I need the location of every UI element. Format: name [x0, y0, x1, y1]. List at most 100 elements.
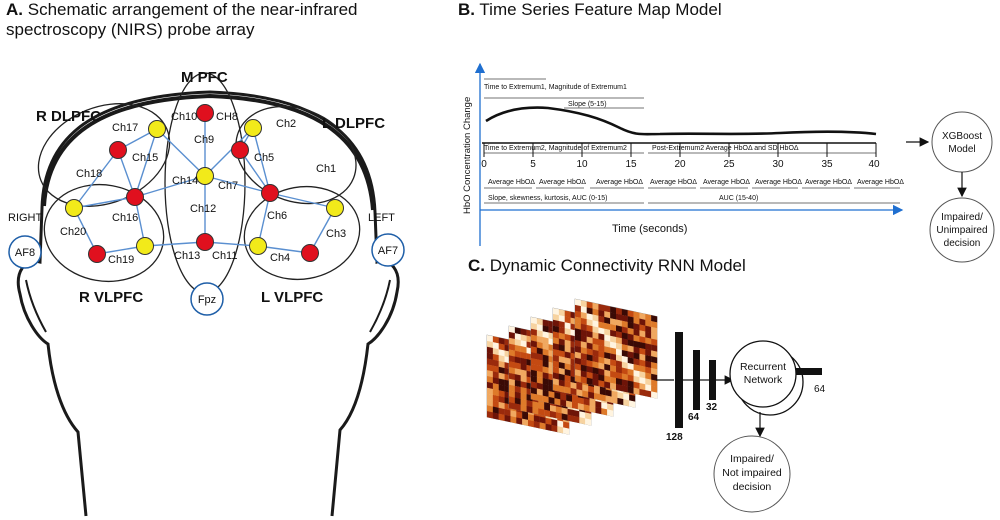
channel-label: Ch10: [171, 111, 197, 123]
ref-label-fpz: Fpz: [198, 294, 216, 306]
x-tick-label: 10: [576, 159, 588, 170]
region-label-ldlpfc: L DLPFC: [322, 115, 385, 132]
connectivity-matrix: [574, 298, 658, 399]
emitter-probe: [109, 141, 127, 159]
detector-probe: [244, 119, 262, 137]
x-axis-label: Time (seconds): [612, 223, 687, 235]
ref-electrode-af7: [371, 233, 405, 267]
feature-slope: Slope (5-15): [568, 101, 607, 108]
channel-label: Ch6: [267, 210, 287, 222]
layer-size-32: 32: [706, 402, 718, 413]
detector-probe: [136, 237, 154, 255]
feature-average: Average HbOΔ: [755, 179, 802, 186]
region-ldlpfc-outline: [235, 105, 357, 205]
emitter-probe: [231, 141, 249, 159]
channel-label: Ch1: [316, 163, 336, 175]
hbo-curve: [485, 106, 877, 136]
xgboost-node: [931, 111, 993, 173]
feature-average: Average HbOΔ: [650, 179, 697, 186]
recurrent-output-layer: [796, 368, 822, 375]
detector-probe: [148, 120, 166, 138]
emitter-probe: [196, 233, 214, 251]
channel-label: Ch12: [190, 203, 216, 215]
emitter-probe: [126, 188, 144, 206]
channel-label: Ch7: [218, 180, 238, 192]
feature-average: Average HbOΔ: [703, 179, 750, 186]
channel-label: Ch5: [254, 152, 274, 164]
detector-probe: [196, 167, 214, 185]
time-series-panel: HbO Concentration Change Time (seconds): [462, 62, 995, 263]
panel-c-title-text: Dynamic Connectivity RNN Model: [489, 256, 746, 275]
channel-label: Ch3: [326, 228, 346, 240]
panel-b-title-text: Time Series Feature Map Model: [479, 0, 722, 19]
x-tick-label: 30: [772, 159, 784, 170]
ref-electrode-af8: [8, 235, 42, 269]
channel-label: Ch2: [276, 118, 296, 130]
region-label-mpfc: M PFC: [181, 69, 228, 86]
channel-label: Ch19: [108, 254, 134, 266]
panel-c-title: C. Dynamic Connectivity RNN Model: [468, 256, 746, 276]
x-tick-label: 5: [530, 159, 536, 170]
region-label-rvlpfc: R VLPFC: [79, 289, 143, 306]
feature-average: Average HbOΔ: [857, 179, 904, 186]
feature-auc: AUC (15-40): [719, 195, 758, 202]
feature-slope-stats: Slope, skewness, kurtosis, AUC (0-15): [488, 195, 607, 202]
region-lvlpfc-outline: [243, 185, 361, 281]
y-axis-label: HbO Concentration Change: [462, 97, 473, 214]
side-label-left: LEFT: [368, 212, 395, 224]
panel-a-title-line2: spectroscopy (NIRS) probe array: [6, 20, 255, 39]
channel-label: Ch11: [212, 250, 237, 262]
channel-label: Ch4: [270, 252, 290, 264]
emitter-probe: [196, 104, 214, 122]
feature-average: Average HbOΔ: [488, 179, 535, 186]
recurrent-size-label: 64: [814, 384, 826, 395]
ref-electrode-fpz: [190, 282, 224, 316]
panel-c-letter: C.: [468, 256, 485, 275]
ref-label-af8: AF8: [15, 247, 35, 259]
panel-a-letter: A.: [6, 0, 23, 19]
region-label-lvlpfc: L VLPFC: [261, 289, 323, 306]
layer-size-128: 128: [666, 432, 683, 443]
connectivity-matrix-stack: [486, 298, 658, 435]
emitter-probe: [261, 184, 279, 202]
decision-node-b: [929, 197, 995, 263]
channel-label: Ch17: [112, 122, 138, 134]
feature-average: Average HbOΔ: [539, 179, 586, 186]
feature-extremum1: Time to Extremum1, Magnitude of Extremum…: [484, 84, 627, 91]
x-tick-label: 20: [674, 159, 686, 170]
dense-layer-128: [675, 332, 683, 428]
channel-label: Ch16: [112, 212, 138, 224]
feature-average: Average HbOΔ: [596, 179, 643, 186]
channel-label: Ch14: [172, 175, 198, 187]
panel-a-title-line1: Schematic arrangement of the near-infrar…: [27, 0, 358, 19]
region-rvlpfc-outline: [43, 183, 165, 283]
feature-extremum2: Time to Extremum2, Magnitude of Extremum…: [484, 145, 627, 152]
channel-label: Ch9: [194, 134, 214, 146]
head-diagram: Ch17 Ch15 Ch18 Ch10 CH8 Ch9 Ch14 Ch7 Ch1…: [8, 69, 405, 517]
panel-a-title: A. Schematic arrangement of the near-inf…: [6, 0, 386, 40]
panel-b-title: B. Time Series Feature Map Model: [458, 0, 722, 20]
side-label-right: RIGHT: [8, 212, 43, 224]
x-tick-label: 15: [625, 159, 637, 170]
x-tick-label: 0: [481, 159, 487, 170]
channel-label: Ch18: [76, 168, 102, 180]
channel-label: Ch15: [132, 152, 158, 164]
x-tick-label: 25: [723, 159, 735, 170]
x-tick-label: 35: [821, 159, 833, 170]
region-label-rdlpfc: R DLPFC: [36, 108, 101, 125]
channel-label: Ch20: [60, 226, 86, 238]
emitter-probe: [88, 245, 106, 263]
ref-label-af7: AF7: [378, 245, 398, 257]
panel-b-letter: B.: [458, 0, 475, 19]
channel-label: Ch13: [174, 250, 200, 262]
decision-node-c: [713, 435, 791, 513]
layer-size-64: 64: [688, 412, 700, 423]
region-rdlpfc-outline: [37, 103, 171, 207]
detector-probe: [249, 237, 267, 255]
feature-post-extremum2: Post-Extremum2 Average HbOΔ and SD HbOΔ: [652, 145, 799, 152]
